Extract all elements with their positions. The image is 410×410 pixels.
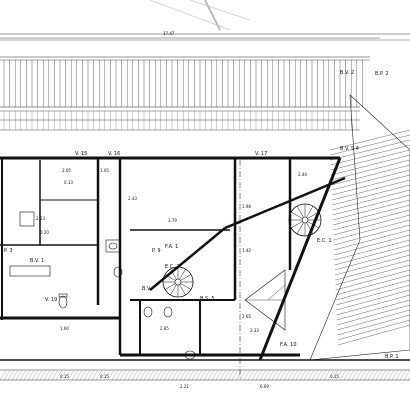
label-v17: V. 17 [255, 151, 267, 157]
label-ec1: E.C. 1 [317, 238, 332, 244]
dim-9: 2.65 [242, 314, 251, 319]
roof-hatch-band [0, 0, 410, 41]
dim-12: 2.33 [250, 328, 259, 333]
plan-labels: B.P. 2 B.V. 2 B.V. S 4 V. 15 V. 16 V. 17… [4, 70, 399, 360]
dim-0: 0.13 [64, 180, 73, 185]
label-v16: V. 16 [108, 151, 120, 157]
dim-10: 1.60 [60, 326, 69, 331]
dimension-texts: 0.13 2.05 1.05 3.79 2.44 1.98 2.43 1.42 … [36, 168, 339, 389]
top-dimension-line: 17.47 [0, 31, 380, 39]
dim-2: 1.05 [100, 168, 109, 173]
dim-8: 0.20 [40, 230, 49, 235]
label-p9: P. 9 [152, 248, 161, 254]
dim-15: 0.15 [100, 374, 109, 379]
label-fa10: F.A. 10 [280, 342, 297, 348]
label-bv2: B.V. 2 [340, 70, 354, 76]
label-bs5: B.S. 5 [200, 296, 215, 302]
lower-roof-ribs [3, 111, 357, 130]
label-bp1: B.P. 1 [385, 354, 399, 360]
label-p3: P. 3 [4, 248, 13, 254]
dim-4: 2.44 [298, 172, 307, 177]
dim-14: 0.15 [60, 374, 69, 379]
label-fa1: F.A. 1 [165, 244, 178, 250]
label-v19: V. 19 [45, 297, 57, 303]
label-bvs: B.V. S 4 [340, 146, 359, 152]
dim-1: 2.05 [62, 168, 71, 173]
label-ec2: E.C. 2 [165, 264, 180, 270]
dim-18: 0.15 [330, 374, 339, 379]
walls [0, 156, 410, 381]
label-bp2: B.P. 2 [375, 71, 389, 77]
roof-ribs [3, 60, 363, 107]
spiral-stair-lower [162, 266, 194, 298]
dim-13: 2.53 [36, 216, 45, 221]
sanitary-fixtures [9, 211, 196, 360]
dim-11: 2.85 [160, 326, 169, 331]
roof-band-lines [0, 56, 370, 131]
label-bv-mid: B.V. [142, 286, 152, 292]
bottom-ground-hatch [0, 369, 410, 381]
spiral-stair-upper [288, 203, 322, 237]
dim-7: 1.42 [242, 248, 251, 253]
label-bv1: B.V. 1 [30, 258, 44, 264]
right-hatched-slope [309, 94, 410, 361]
dim-3: 3.79 [168, 218, 177, 223]
dim-6: 2.43 [128, 196, 137, 201]
label-v15: V. 15 [75, 151, 87, 157]
top-dimension-text: 17.47 [163, 31, 175, 36]
dim-5: 1.98 [242, 204, 251, 209]
dim-17: 6.69 [260, 384, 269, 389]
void-triangle [244, 269, 286, 331]
dim-16: 2.21 [180, 384, 189, 389]
